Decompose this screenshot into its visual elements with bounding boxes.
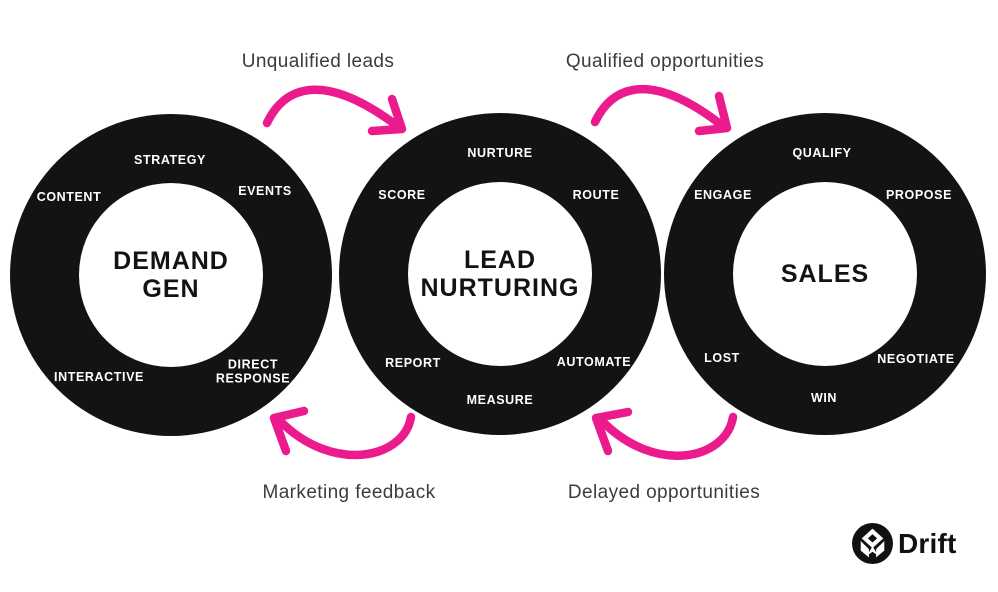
caption-qualified-opportunities: Qualified opportunities — [565, 51, 765, 72]
arrow-unqualified-leads-head — [367, 94, 407, 136]
arrow-qualified-opportunities-shaft — [590, 85, 729, 132]
arrow-delayed-opportunities-shaft — [597, 412, 738, 460]
ring-segment-label: SCORE — [378, 187, 426, 202]
ring-segment-label: NEGOTIATE — [877, 351, 955, 366]
ring-segment-label: NURTURE — [467, 145, 533, 160]
ring-segment-label: CONTENT — [36, 189, 102, 204]
caption-delayed-opportunities: Delayed opportunities — [567, 482, 761, 503]
arrow-marketing-feedback-shaft — [275, 412, 416, 460]
arrow-qualified-opportunities-head — [694, 91, 732, 136]
drift-logo-icon — [852, 523, 893, 564]
ring-segment-label: DIRECT RESPONSE — [215, 357, 291, 386]
ring-segment-label: WIN — [810, 390, 838, 405]
ring-hole-demand-gen — [79, 183, 263, 367]
caption-marketing-feedback: Marketing feedback — [262, 482, 436, 503]
ring-segment-label: EVENTS — [238, 183, 292, 198]
ring-segment-label: LOST — [704, 350, 740, 365]
ring-segment-label: REPORT — [385, 355, 441, 370]
arrow-marketing-feedback-head — [269, 406, 309, 456]
caption-unqualified-leads: Unqualified leads — [241, 51, 395, 72]
ring-segment-label: AUTOMATE — [556, 354, 632, 369]
ring-lead-nurturing: LEAD NURTURING NURTURE SCORE ROUTE REPORT AUT… — [339, 113, 661, 435]
ring-segment-label: MEASURE — [466, 392, 534, 407]
ring-segment-label: STRATEGY — [134, 152, 206, 167]
ring-title-demand-gen: DEMAND GEN — [113, 247, 229, 303]
ring-title-sales: SALES — [780, 260, 870, 288]
ring-title-lead-nurturing: LEAD NURTURING — [420, 246, 580, 302]
drift-logo: Drift — [852, 523, 957, 564]
arrow-delayed-opportunities-head — [591, 407, 633, 456]
arrow-unqualified-leads-shaft — [262, 85, 401, 130]
ring-hole-lead-nurturing — [408, 182, 592, 366]
ring-segment-label: INTERACTIVE — [54, 369, 144, 384]
ring-sales: SALES QUALIFY ENGAGE PROPOSE LOST NEGOTIATE WI… — [664, 113, 986, 435]
ring-segment-label: PROPOSE — [885, 187, 953, 202]
ring-segment-label: ENGAGE — [694, 187, 752, 202]
ring-demand-gen: DEMAND GEN STRATEGY EVENTS CONTENT INTERACTI… — [10, 114, 332, 436]
ring-segment-label: QUALIFY — [792, 145, 852, 160]
ring-segment-label: ROUTE — [572, 187, 620, 202]
ring-hole-sales — [733, 182, 917, 366]
drift-logo-wordmark: Drift — [898, 527, 957, 559]
